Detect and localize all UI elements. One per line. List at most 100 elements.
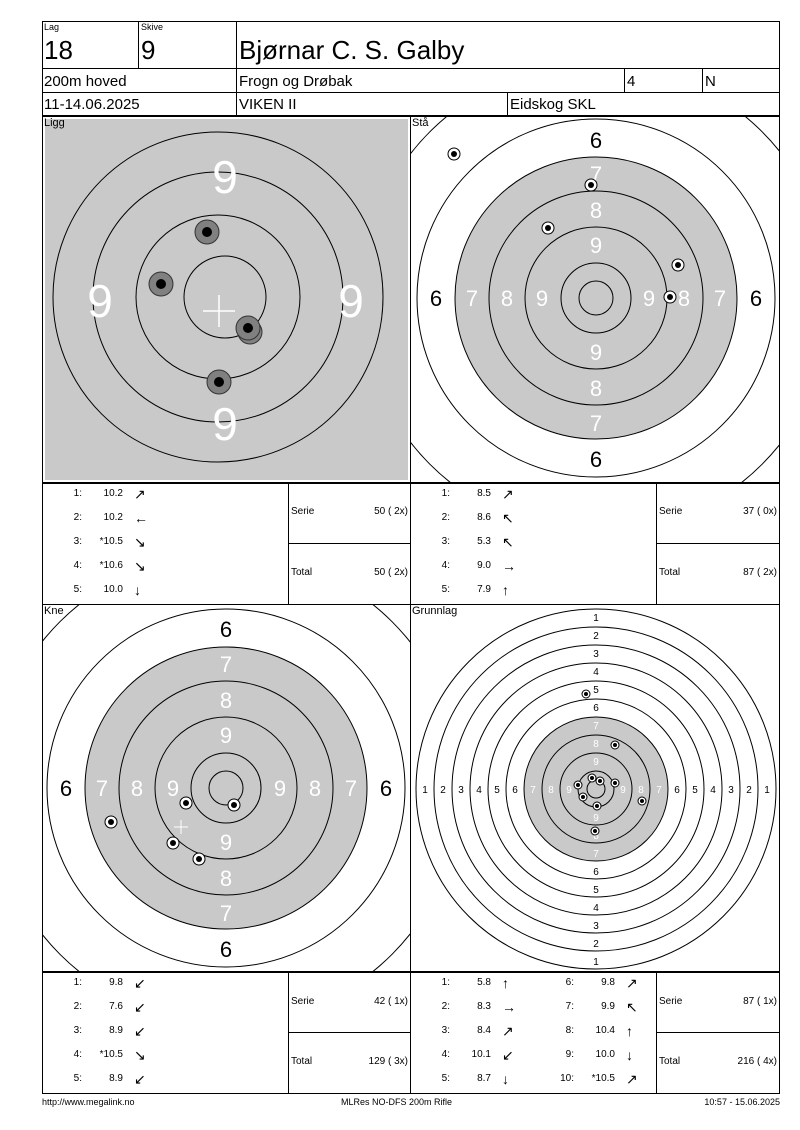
total-value: 50 ( 2x) — [374, 567, 408, 578]
divider — [507, 92, 508, 116]
direction-arrow-icon: ↘ — [134, 534, 146, 550]
shot-score: 8.5 — [477, 488, 491, 499]
shot-row: 2:8.6↖ — [410, 508, 530, 528]
ring-8 — [118, 680, 334, 896]
ring-label: 3 — [728, 785, 734, 796]
shot-score: 9.0 — [477, 560, 491, 571]
direction-arrow-icon: ↓ — [626, 1047, 633, 1063]
shot-hole — [541, 221, 555, 235]
klasse: 4 — [627, 73, 636, 90]
region: VIKEN II — [239, 96, 297, 113]
divider — [288, 483, 289, 605]
serie-label: Serie — [659, 996, 683, 1007]
ring-label: 8 — [220, 866, 232, 891]
ring-label: 8 — [501, 286, 513, 311]
ring-label: 4 — [710, 785, 716, 796]
shot-number: 5: — [73, 584, 82, 595]
ring-label: 8 — [593, 831, 599, 842]
direction-arrow-icon: → — [502, 999, 516, 1015]
shot-hole — [235, 315, 261, 341]
ring-4 — [469, 662, 723, 916]
shot-row: 1: 5.8 ↑ — [410, 973, 530, 993]
ring-label: 1 — [764, 785, 770, 796]
total-value: 87 ( 2x) — [743, 567, 777, 578]
total-label: Total — [659, 1056, 681, 1067]
shot-number: 3: — [73, 1025, 82, 1036]
direction-arrow-icon: ↙ — [502, 1047, 514, 1063]
target-title-staa: Stå — [412, 117, 429, 129]
divider — [236, 21, 237, 116]
shot-number: 1: — [73, 977, 82, 988]
divider — [42, 68, 780, 69]
direction-arrow-icon: ↖ — [626, 999, 638, 1015]
divider — [138, 21, 139, 68]
shot-row: 2:8.3→ — [410, 997, 530, 1017]
shot-number: 4: — [441, 1049, 450, 1060]
shot-score: *10.6 — [99, 560, 123, 571]
shot-score: 9.8 — [109, 977, 123, 988]
shot-number: 2: — [441, 1001, 450, 1012]
club: Frogn og Drøbak — [239, 73, 353, 90]
ring-label: 5 — [494, 785, 500, 796]
serie-value: 87 ( 1x) — [743, 996, 777, 1007]
footer-program: MLRes NO-DFS 200m Rifle — [341, 1097, 453, 1107]
shot-row: 7:9.9↖ — [534, 997, 654, 1017]
divider — [410, 972, 411, 1094]
ring-10 — [560, 262, 632, 334]
shot-hole — [590, 826, 600, 836]
shot-number: 5: — [73, 1073, 82, 1084]
shot-number: 1: — [441, 977, 450, 988]
shot-number: 5: — [441, 1073, 450, 1084]
shot-score: 10.2 — [103, 512, 123, 523]
ring-label: 9 — [620, 785, 626, 796]
ring-label: 6 — [674, 785, 680, 796]
shot-hole — [166, 836, 180, 850]
shot-number: 8: — [565, 1025, 574, 1036]
divider — [656, 1032, 780, 1033]
shot-row: 3:8.9↙ — [42, 1021, 162, 1041]
shot-score: *10.5 — [99, 536, 123, 547]
skive-value: 9 — [141, 35, 156, 65]
ring-x — [578, 280, 614, 316]
ring-label: 6 — [220, 937, 232, 962]
shot-hole — [581, 689, 591, 699]
ring-label: 6 — [593, 703, 599, 714]
ring-label: 7 — [590, 411, 602, 436]
ring-label: 7 — [530, 785, 536, 796]
direction-arrow-icon: ↙ — [134, 1023, 146, 1039]
ring-label: 6 — [60, 776, 72, 801]
ring-label: 1 — [593, 957, 599, 968]
shot-row: 4:9.0→ — [410, 556, 530, 576]
ring-label: 8 — [131, 776, 143, 801]
ring-7 — [523, 716, 669, 862]
shot-number: 4: — [73, 1049, 82, 1060]
shot-score: 9.9 — [601, 1001, 615, 1012]
direction-arrow-icon: ↑ — [502, 975, 509, 991]
ring-label: 9 — [167, 776, 179, 801]
serie-label: Serie — [659, 506, 683, 517]
shot-row: 10:*10.5↗ — [534, 1069, 654, 1089]
shot-score: 5.8 — [477, 977, 491, 988]
divider — [702, 68, 703, 92]
ring-label: 9 — [220, 830, 232, 855]
total-value: 129 ( 3x) — [368, 1056, 408, 1067]
ring-5 — [487, 680, 705, 898]
shot-score: 5.3 — [477, 536, 491, 547]
shot-row: 4:10.1↙ — [410, 1045, 530, 1065]
ring-label: 9 — [590, 233, 602, 258]
ring-label: 7 — [593, 721, 599, 732]
ring-label: 2 — [593, 939, 599, 950]
ring-label: 8 — [309, 776, 321, 801]
ring-label: 5 — [593, 885, 599, 896]
target-staa: 6 7 8 9 9 8 7 6 6 7 8 9 9 8 7 6 Stå — [410, 116, 780, 483]
ring-label: 6 — [750, 286, 762, 311]
shot-hole — [573, 780, 583, 790]
ring-label: 6 — [430, 286, 442, 311]
shot-row: 2:10.2← — [42, 508, 162, 528]
shot-number: 4: — [73, 560, 82, 571]
program: 200m hoved — [44, 73, 127, 90]
shot-hole — [592, 801, 602, 811]
shot-hole — [447, 147, 461, 161]
shot-score: 9.8 — [601, 977, 615, 988]
lag-value: 18 — [44, 35, 73, 65]
